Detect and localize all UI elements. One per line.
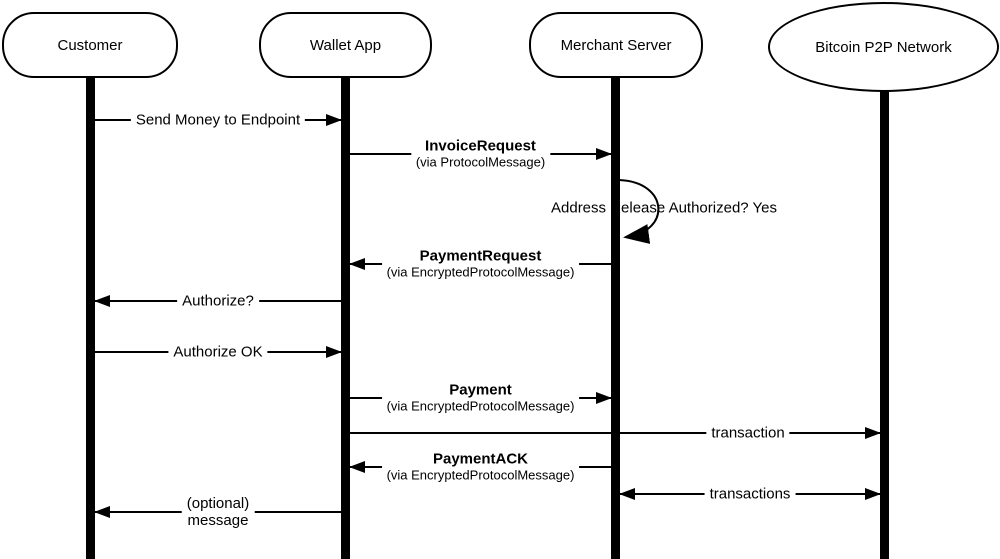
message-label-group: PaymentRequest (via EncryptedProtocolMes… xyxy=(381,247,580,281)
arrowhead-left-icon xyxy=(619,488,635,500)
arrowhead-right-icon xyxy=(326,346,342,358)
message-label: PaymentACK xyxy=(432,450,529,468)
message-sublabel: message xyxy=(187,512,249,529)
arrowhead-right-icon xyxy=(865,427,881,439)
message-sublabel: (via ProtocolMessage) xyxy=(415,154,546,170)
message-sublabel: (via EncryptedProtocolMessage) xyxy=(386,264,575,280)
arrowhead-right-icon xyxy=(865,488,881,500)
message-label: PaymentRequest xyxy=(419,247,542,265)
message-label: (optional) xyxy=(186,495,250,512)
message-label: Send Money to Endpoint xyxy=(130,111,306,129)
self-loop-arrow xyxy=(618,179,660,244)
message-sublabel: (via EncryptedProtocolMessage) xyxy=(386,398,575,414)
lifeline-customer xyxy=(86,72,95,559)
arrowhead-left-icon xyxy=(349,461,365,473)
message-label: transactions xyxy=(704,485,796,503)
lifeline-merchant-server xyxy=(611,72,620,559)
message-label: Payment xyxy=(449,381,512,399)
message-label-group: Payment (via EncryptedProtocolMessage) xyxy=(381,381,580,415)
arrowhead-left-icon xyxy=(94,295,110,307)
message-label: transaction xyxy=(706,424,790,442)
arrowhead-right-icon xyxy=(596,392,612,404)
self-message-label: Address Release Authorized? Yes xyxy=(551,199,777,217)
message-label-group: (optional) message xyxy=(181,495,255,529)
arrowhead-right-icon xyxy=(596,148,612,160)
actor-head-bitcoin-p2p-network: Bitcoin P2P Network xyxy=(768,2,999,92)
message-label: Authorize? xyxy=(177,292,259,310)
arrowhead-right-icon xyxy=(326,114,342,126)
message-label-group: InvoiceRequest (via ProtocolMessage) xyxy=(410,137,551,171)
lifeline-bitcoin-p2p-network xyxy=(880,86,889,559)
message-label-group: PaymentACK (via EncryptedProtocolMessage… xyxy=(381,450,580,484)
message-label: InvoiceRequest xyxy=(425,137,536,155)
arrowhead-left-icon xyxy=(94,506,110,518)
actor-label: Bitcoin P2P Network xyxy=(815,38,952,56)
actor-label: Customer xyxy=(57,36,123,54)
lifeline-wallet-app xyxy=(341,72,350,559)
message-sublabel: (via EncryptedProtocolMessage) xyxy=(386,467,575,483)
actor-head-wallet-app: Wallet App xyxy=(259,12,432,78)
actor-head-merchant-server: Merchant Server xyxy=(529,12,703,78)
actor-label: Merchant Server xyxy=(560,36,672,54)
actor-label: Wallet App xyxy=(309,36,382,54)
arrowhead-left-icon xyxy=(349,258,365,270)
actor-head-customer: Customer xyxy=(2,12,178,78)
message-label: Authorize OK xyxy=(168,343,268,361)
